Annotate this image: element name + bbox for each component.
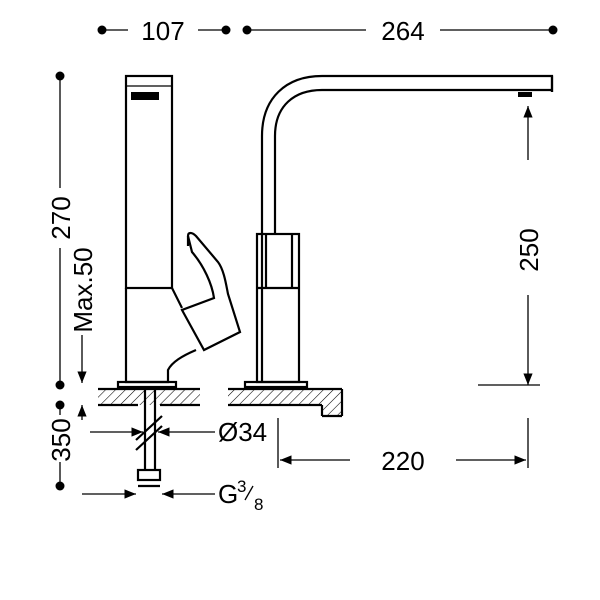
dim-hole-diameter: Ø34 — [90, 417, 267, 447]
hose-connection — [135, 387, 163, 488]
dim-spout-reach-base: 220 — [277, 418, 529, 476]
dim-max-thickness-label: Max.50 — [68, 247, 98, 332]
dim-thread-main-label: G — [218, 479, 238, 509]
dim-base-width-label: 107 — [141, 16, 184, 46]
faucet-front-view — [243, 74, 554, 389]
dim-base-width: 107 — [97, 16, 231, 46]
dim-hose-length-label: 350 — [46, 418, 76, 461]
dim-spout-height: 250 — [478, 106, 544, 386]
dim-total-height: 270 — [46, 71, 76, 390]
dim-spout-height-label: 250 — [514, 228, 544, 271]
dim-spout-reach-top: 264 — [242, 16, 558, 46]
countertop-right — [228, 387, 344, 418]
dim-spout-reach-top-label: 264 — [381, 16, 424, 46]
dim-spout-reach-base-label: 220 — [381, 446, 424, 476]
dim-total-height-label: 270 — [46, 196, 76, 239]
dim-max-thickness: Max.50 — [68, 247, 98, 420]
dim-hose-length: 350 — [46, 400, 76, 491]
countertop-left — [98, 387, 200, 407]
dim-thread-numerator-label: 3 — [237, 477, 246, 496]
dim-hole-diameter-label: Ø34 — [218, 417, 267, 447]
dim-thread: G 3 8 — [82, 477, 263, 514]
faucet-side-view — [116, 74, 242, 389]
dim-thread-denominator-label: 8 — [254, 495, 263, 514]
